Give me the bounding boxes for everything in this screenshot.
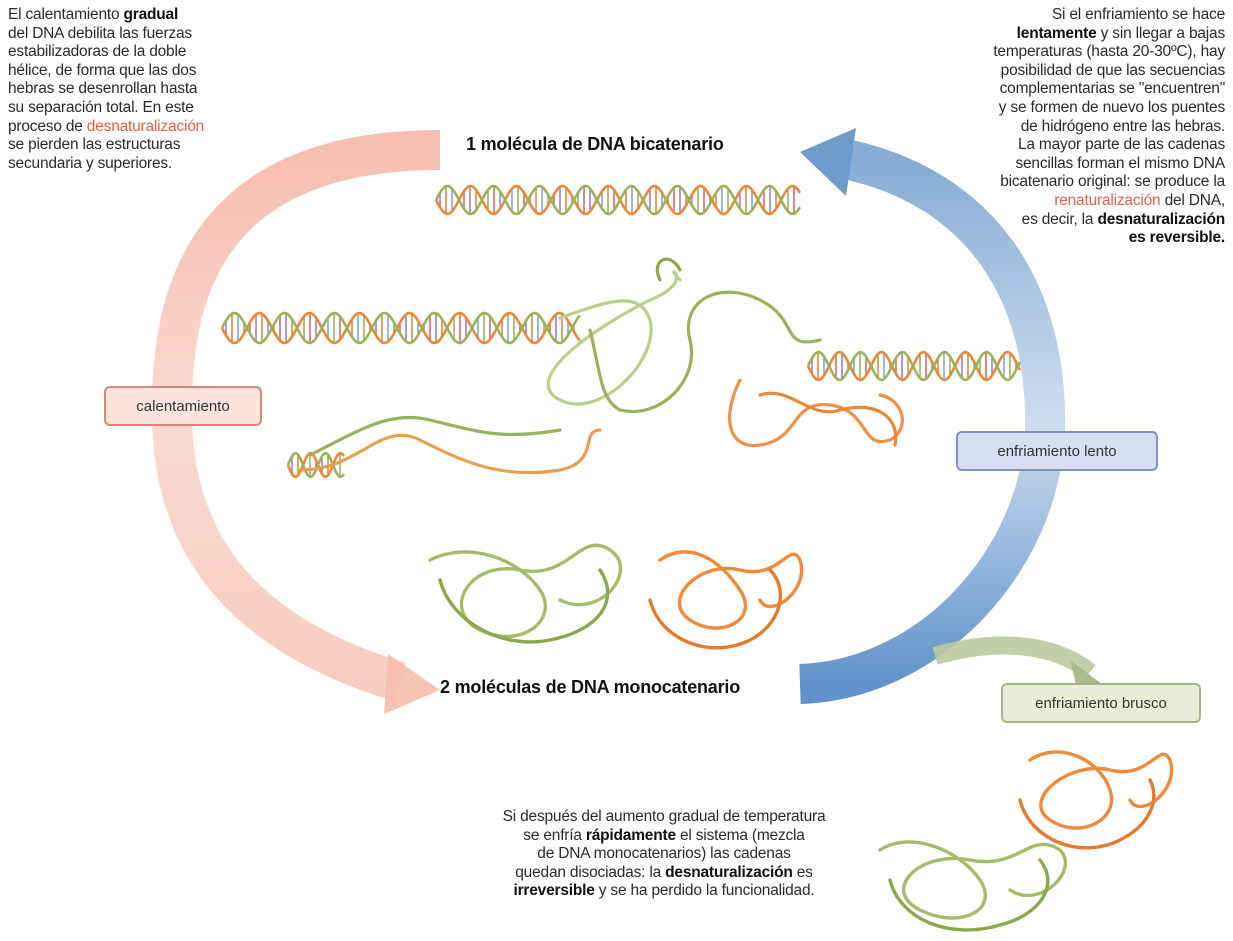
text-line: de DNA monocatenarios) las cadenas	[537, 845, 791, 863]
text-heating-description: El calentamiento gradual del DNA debilit…	[8, 6, 298, 173]
title-single-strand: 2 moléculas de DNA monocatenario	[440, 677, 741, 697]
text-line: hebras se desenrollan hasta	[8, 80, 198, 98]
text-line: posibilidad de que las secuencias	[1000, 61, 1226, 79]
text-line: La mayor parte de las cadenas	[1017, 136, 1225, 154]
strand-green	[220, 311, 581, 345]
text-line: es decir, la desnaturalización	[1021, 210, 1226, 228]
unwinding-helix-left	[220, 311, 581, 345]
strand-orange	[286, 451, 346, 479]
text-line: su separación total. En este	[8, 98, 194, 116]
strand-green	[434, 184, 802, 216]
text-line: quedan disociadas: la desnaturalización …	[515, 863, 813, 881]
text-line: estabilizadoras de la doble	[8, 43, 187, 61]
text-line: se enfría rápidamente el sistema (mezcla	[523, 826, 805, 844]
text-line: Si el enfriamiento se hace	[1051, 6, 1225, 23]
slow-cooling-arrow	[798, 128, 1066, 704]
tangled-strands-bottom-right	[878, 750, 1174, 932]
title-double-strand: 1 molécula de DNA bicatenario	[466, 134, 724, 154]
single-strand-loops-middle	[298, 257, 904, 475]
text-line: y se formen de nuevo los puentes	[998, 98, 1225, 116]
text-line: hélice, de forma que las dos	[8, 61, 197, 79]
text-line: sencillas forman el mismo DNA	[1015, 154, 1225, 172]
text-line: Si después del aumento gradual de temper…	[502, 808, 826, 825]
unwinding-helix-lower	[286, 451, 346, 479]
heating-arrow	[151, 130, 441, 714]
text-line: es reversible.	[1128, 229, 1226, 247]
text-line: proceso de desnaturalización	[8, 117, 205, 135]
text-line: complementarias se "encuentren"	[999, 80, 1226, 98]
text-fast-cooling-description: Si después del aumento gradual de temper…	[438, 808, 890, 901]
text-line: El calentamiento gradual	[8, 6, 179, 23]
strand-green	[806, 350, 1022, 382]
strand-orange	[220, 311, 581, 345]
label-fast-cooling: enfriamiento brusco	[1001, 683, 1201, 723]
label-heating: calentamiento	[104, 386, 262, 426]
text-line: temperaturas (hasta 20-30ºC), hay	[993, 43, 1225, 61]
unwinding-helix-right	[806, 350, 1022, 382]
single-strands-bottom	[428, 543, 804, 650]
text-line: irreversible y se ha perdido la funciona…	[513, 882, 815, 900]
text-line: lentamente y sin llegar a bajas	[1016, 24, 1226, 42]
text-line: de hidrógeno entre las hebras.	[1020, 117, 1225, 135]
text-line: renaturalización del DNA,	[1054, 191, 1225, 209]
strand-orange	[434, 184, 802, 216]
text-line: bicatenario original: se produce la	[1000, 173, 1225, 191]
double-helix-top	[434, 184, 802, 216]
label-slow-cooling: enfriamiento lento	[956, 431, 1158, 471]
strand-orange	[806, 350, 1022, 382]
text-line: del DNA debilita las fuerzas	[8, 24, 192, 42]
text-slow-cooling-description: Si el enfriamiento se hace lentamente y …	[895, 6, 1225, 248]
text-line: secundaria y superiores.	[8, 154, 173, 172]
text-line: se pierden las estructuras	[8, 136, 181, 154]
